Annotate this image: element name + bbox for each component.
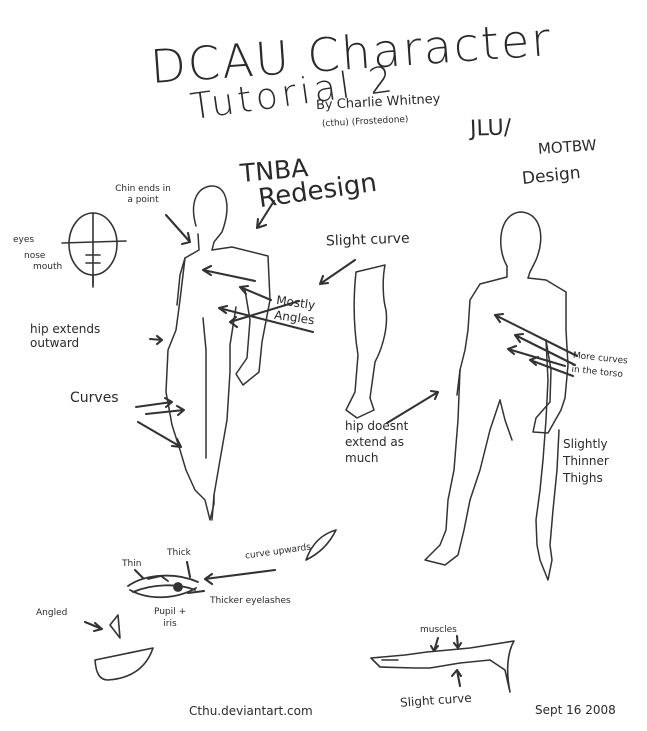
eyes-label: eyes <box>13 236 34 245</box>
jlu-figure <box>425 212 568 580</box>
slightly-thinner-label: Slightly Thinner Thighs <box>563 436 633 487</box>
chin-label: Chin ends in a point <box>111 184 175 206</box>
slight-curve-label: Slight curve <box>326 232 410 249</box>
hip-extends-label: hip extends outward <box>30 322 145 350</box>
thin-label: Thin <box>122 560 141 569</box>
thicker-eyelashes-label: Thicker eyelashes <box>210 595 302 607</box>
angled-shapes <box>95 615 153 680</box>
head-construction-sketch <box>62 213 126 287</box>
arm-study <box>371 641 514 692</box>
angled-label: Angled <box>36 609 67 618</box>
tnba-figure <box>166 186 270 520</box>
torso-study <box>346 265 387 418</box>
site-footer: Cthu.deviantart.com <box>189 705 313 717</box>
mouth-label: mouth <box>33 263 62 272</box>
eye-study <box>128 576 198 598</box>
muscles-label: muscles <box>420 626 457 635</box>
pupil-iris-label: Pupil + iris <box>148 606 192 630</box>
hip-doesnt-label: hip doesnt extend as much <box>345 418 420 466</box>
thick-label: Thick <box>167 549 191 558</box>
date-footer: Sept 16 2008 <box>535 704 616 716</box>
curves-label: Curves <box>70 391 119 405</box>
nose-label: nose <box>24 252 45 261</box>
